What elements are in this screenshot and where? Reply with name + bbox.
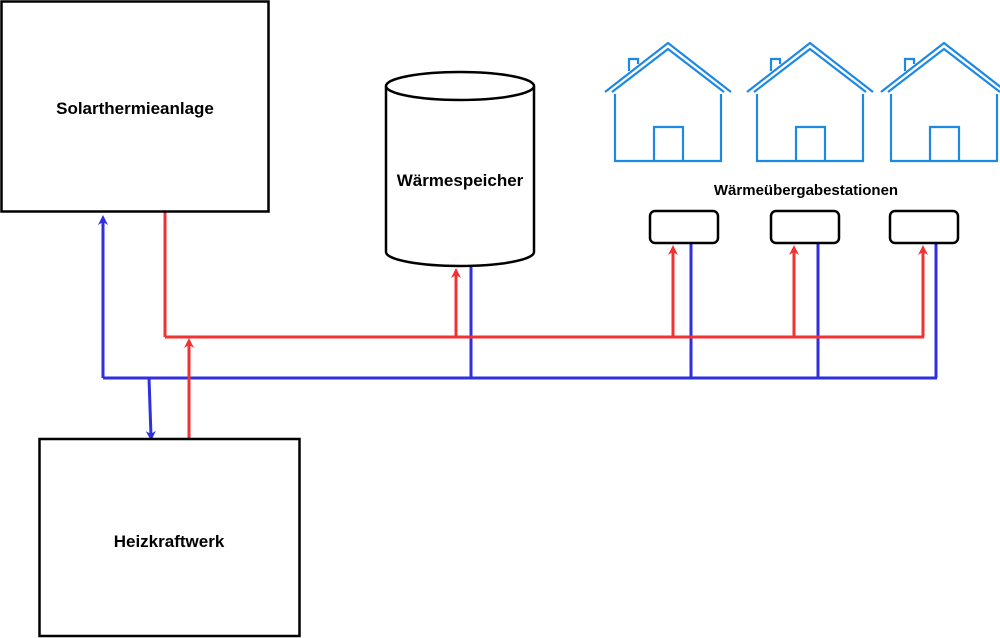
substation-box-1	[648, 209, 720, 245]
solar-thermal-label: Solarthermieanlage	[56, 99, 214, 118]
house-icon	[746, 41, 874, 163]
substations	[648, 209, 960, 245]
supply-pipe-network	[163, 212, 928, 438]
heating-plant-label: Heizkraftwerk	[114, 532, 225, 551]
heating-power-plant: Heizkraftwerk	[38, 437, 301, 638]
house-icon	[604, 41, 732, 163]
houses	[604, 41, 1000, 163]
heat-storage-label: Wärmespeicher	[397, 171, 524, 190]
house-icon	[880, 41, 1000, 163]
solar-thermal-plant: Solarthermieanlage	[0, 0, 270, 213]
substation-box-2	[769, 209, 841, 245]
substations-label: Wärmeübergabestationen	[714, 182, 898, 199]
return-to-plant-line	[145, 377, 156, 441]
return-pipe-network	[98, 215, 938, 441]
heat-storage-tank: Wärmespeicher	[384, 70, 536, 268]
substation-box-3	[888, 209, 960, 245]
